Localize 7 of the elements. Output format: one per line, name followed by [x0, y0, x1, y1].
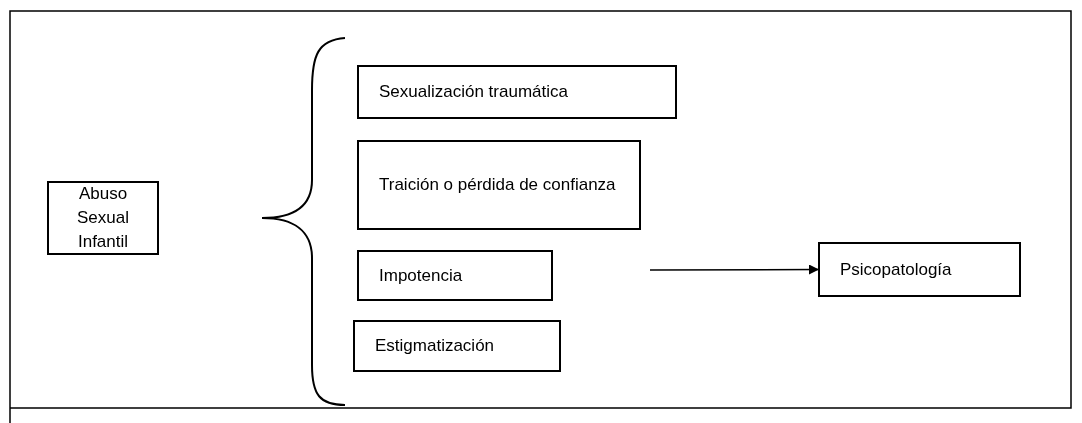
arrow — [649, 264, 819, 275]
concept-box: Estigmatización — [353, 320, 561, 372]
concept-box: Impotencia — [357, 250, 553, 301]
concept-box: Sexualización traumática — [357, 65, 677, 119]
concept-box: Traición o pérdida de confianza — [357, 140, 641, 230]
concept-box: Abuso Sexual Infantil — [47, 181, 159, 255]
concept-box: Psicopatología — [818, 242, 1021, 297]
